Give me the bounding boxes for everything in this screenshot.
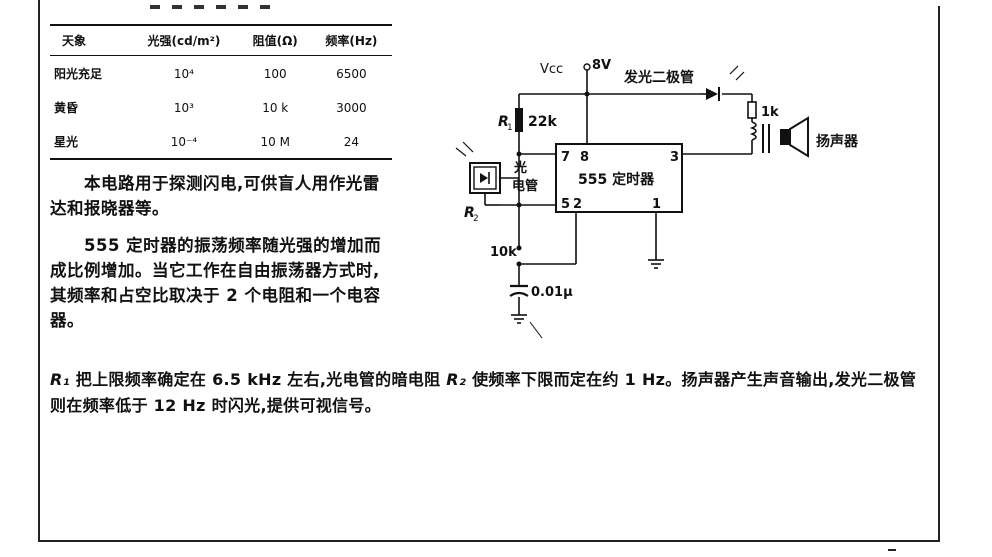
table-cell-resistance: 10 M — [260, 134, 290, 149]
table-row: 星光 10⁻⁴ 10 M 24 — [50, 124, 392, 159]
table-cell-frequency: 24 — [343, 134, 360, 149]
cropped-top-text — [150, 0, 320, 9]
frequency-text-end: 使频率下限而定在约 1 Hz。扬声器产生声音输出,发光二极管则在频率低于 12 … — [50, 370, 917, 415]
table-cell-resistance: 100 — [263, 66, 287, 81]
r1-symbol: R₁ — [50, 370, 70, 389]
pin-1-label: 1 — [652, 197, 661, 212]
circuit-diagram: Vcc 8V 发光二极管 R 1 22k 光 电管 R 2 7 8 3 555 … — [455, 58, 859, 339]
led-label: 发光二极管 — [623, 69, 694, 86]
r10k-label: 10k — [490, 245, 517, 260]
timer-text: 555 定时器的振荡频率随光强的增加而成比例增加。当它工作在自由振荡器方式时,其… — [50, 236, 382, 330]
speaker-label: 扬声器 — [816, 133, 859, 150]
photocell-label-1: 光 — [513, 160, 527, 176]
vcc-value: 8V — [592, 58, 611, 73]
inductor-coil — [749, 121, 757, 141]
junction-dot — [584, 91, 590, 97]
page-frame — [38, 6, 940, 542]
table-header: 阻值(Ω) — [252, 34, 298, 48]
page-frame-left-edge — [38, 0, 40, 540]
junction-dot — [516, 245, 522, 251]
table-header: 频率(Hz) — [325, 34, 378, 48]
led-icon — [706, 65, 745, 101]
timer-label: 555 定时器 — [578, 171, 655, 188]
pin-8-label: 8 — [580, 150, 589, 165]
table-cell-frequency: 3000 — [336, 100, 367, 115]
r2-label: R — [464, 205, 475, 221]
r1-value: 22k — [528, 114, 557, 130]
r1k-label: 1k — [761, 105, 779, 120]
corner-mark — [888, 549, 896, 551]
pin-5-label: 5 — [561, 197, 570, 212]
table-cell-condition: 阳光充足 — [54, 67, 103, 81]
speaker-icon — [780, 116, 809, 158]
table-cell-intensity: 10⁻⁴ — [170, 134, 198, 149]
table-cell-frequency: 6500 — [336, 66, 367, 81]
junction-dot — [516, 202, 522, 208]
r1k-resistor — [747, 101, 757, 119]
junction-dot — [516, 261, 522, 267]
timer-paragraph: 555 定时器的振荡频率随光强的增加而成比例增加。当它工作在自由振荡器方式时,其… — [50, 233, 390, 333]
capacitor-value: 0.01μ — [531, 285, 573, 300]
table-cell-intensity: 10³ — [173, 100, 194, 115]
r1-resistor — [515, 108, 523, 132]
table-cell-condition: 星光 — [54, 135, 79, 149]
r1-subscript: 1 — [507, 123, 513, 133]
capacitor-icon — [509, 284, 529, 297]
table-cell-intensity: 10⁴ — [173, 66, 194, 81]
pin-3-label: 3 — [670, 150, 679, 165]
table-header-row: 天象 光强(cd/m²) 阻值(Ω) 频率(Hz) — [50, 25, 392, 56]
table-header: 天象 — [62, 34, 87, 48]
pin-7-label: 7 — [561, 150, 570, 165]
ground-icon — [511, 314, 527, 324]
table-header: 光强(cd/m²) — [147, 34, 221, 48]
vcc-label: Vcc — [540, 62, 563, 77]
r2-symbol: R₂ — [446, 370, 467, 389]
table-cell-condition: 黄昏 — [54, 101, 79, 115]
ground-icon — [648, 259, 664, 269]
photocell-icon — [455, 141, 519, 206]
photocell-label-2: 电管 — [512, 178, 538, 194]
r1-label: R — [498, 114, 509, 130]
intro-text: 本电路用于探测闪电,可供盲人用作光雷达和报晓器等。 — [50, 174, 380, 218]
frequency-text-mid: 把上限频率确定在 6.5 kHz 左右,光电管的暗电阻 — [69, 370, 447, 389]
ground-stray-mark — [529, 321, 543, 339]
pin-2-label: 2 — [573, 197, 582, 212]
junction-dot — [516, 151, 522, 157]
light-intensity-table: 天象 光强(cd/m²) 阻值(Ω) 频率(Hz) 阳光充足 10⁴ 100 6… — [50, 24, 392, 160]
intro-paragraph: 本电路用于探测闪电,可供盲人用作光雷达和报晓器等。 — [50, 171, 390, 221]
table-row: 黄昏 10³ 10 k 3000 — [50, 90, 392, 124]
table-row: 阳光充足 10⁴ 100 6500 — [50, 56, 392, 91]
vcc-terminal — [583, 63, 591, 71]
frequency-paragraph: R₁ 把上限频率确定在 6.5 kHz 左右,光电管的暗电阻 R₂ 使频率下限而… — [50, 367, 930, 419]
r2-subscript: 2 — [473, 214, 479, 224]
table-cell-resistance: 10 k — [262, 100, 289, 115]
timer-555-chip — [555, 143, 683, 213]
